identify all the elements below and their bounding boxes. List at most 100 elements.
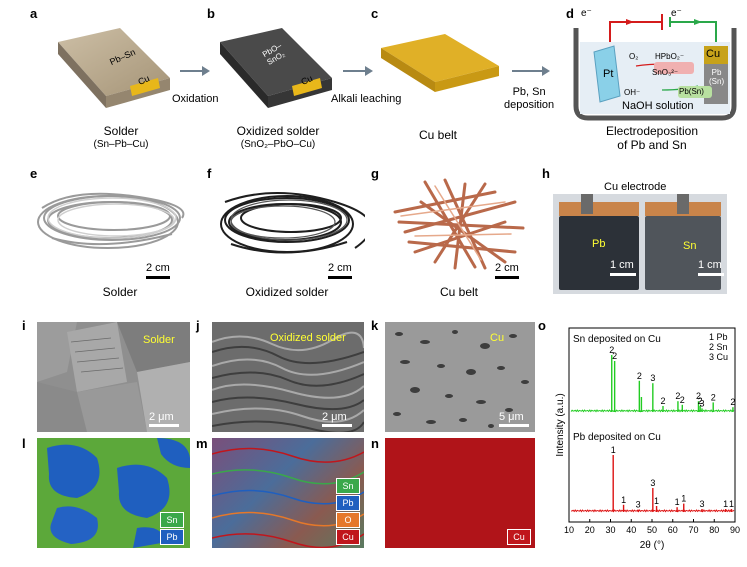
- xrd-peak-label: 3: [699, 398, 704, 408]
- o2-label: O₂: [629, 52, 639, 61]
- sem-j-tag: Oxidized solder: [270, 332, 346, 344]
- arrow-oxidation: [180, 66, 210, 76]
- legend-m-pb: Pb: [336, 495, 360, 511]
- xrd-series-name: Sn deposited on Cu: [573, 334, 661, 345]
- panel-label-g: g: [371, 166, 379, 181]
- xrd-series-name: Pb deposited on Cu: [573, 432, 661, 443]
- xrd-peak-label: 1: [621, 495, 626, 505]
- sem-cu-belt: [385, 322, 535, 432]
- scale-g-text: 2 cm: [495, 262, 519, 274]
- caption-f: Oxidized solder: [245, 285, 329, 299]
- caption-e: Solder: [102, 285, 138, 299]
- sem-i-tag: Solder: [143, 334, 175, 346]
- xrd-peak-label: 2: [637, 371, 642, 381]
- legend-l-pb: Pb: [160, 529, 184, 545]
- eds-map-oxidized-solder: Sn Pb O Cu: [212, 438, 364, 548]
- caption-c: Cu belt: [418, 128, 458, 142]
- scale-h-left-text: 1 cm: [610, 259, 634, 271]
- xrd-xtick-label: 40: [626, 525, 636, 535]
- xrd-peak-label: 2: [698, 396, 703, 406]
- xrd-peak-label: 3: [636, 500, 641, 510]
- scale-i-bar: [149, 424, 179, 427]
- arrow-leaching: [343, 66, 373, 76]
- cu-belt-illustration: [381, 34, 499, 92]
- electrodeposition-cell: [573, 14, 737, 121]
- electrode-photo: [553, 194, 727, 294]
- xrd-peak-label: 1: [681, 494, 686, 504]
- panel-label-d: d: [566, 6, 574, 21]
- scale-k-bar: [499, 424, 529, 427]
- scale-j-bar: [322, 424, 352, 427]
- oh-label: OH⁻: [624, 88, 641, 97]
- sn-electrode-label: Sn: [683, 240, 697, 252]
- caption-a: Solder(Sn–Pb–Cu): [93, 124, 149, 150]
- xrd-xlabel: 2θ (°): [640, 540, 665, 551]
- cu-electrode-label: Cu: [706, 48, 721, 60]
- xrd-peak-label: 1: [729, 499, 734, 509]
- xrd-xtick-label: 50: [647, 525, 657, 535]
- arrow-deposition: [512, 66, 550, 76]
- scale-e-bar: [146, 276, 170, 279]
- arrow-leaching-label: Alkali leaching: [331, 93, 402, 105]
- scale-h-left-bar: [610, 273, 636, 276]
- panel-label-i: i: [22, 318, 26, 333]
- sem-oxidized-solder: [212, 322, 364, 432]
- xrd-xtick-label: 80: [709, 525, 719, 535]
- pbsn-ion-label: Pb(Sn): [679, 87, 704, 96]
- pbsn-electrode-label: Pb(Sn): [709, 68, 725, 86]
- caption-g: Cu belt: [439, 285, 479, 299]
- xrd-peak-label: 2: [609, 345, 614, 355]
- xrd-peak-label: 1: [654, 496, 659, 506]
- naoh-solution-label: NaOH solution: [622, 100, 694, 112]
- xrd-xtick-label: 30: [605, 525, 615, 535]
- sem-solder: [37, 322, 190, 432]
- panel-label-k: k: [371, 318, 379, 333]
- panel-label-b: b: [207, 6, 215, 21]
- xrd-legend-line: 1 Pb: [709, 332, 728, 342]
- xrd-legend-line: 2 Sn: [709, 342, 728, 352]
- cu-belt-photo: [393, 178, 525, 270]
- scale-f-bar: [328, 276, 352, 279]
- electron-left: e⁻: [581, 8, 592, 19]
- xrd-peak-label: 2: [696, 391, 701, 401]
- xrd-peak-label: 3: [650, 478, 655, 488]
- scale-f-text: 2 cm: [328, 262, 352, 274]
- scale-g-bar: [495, 276, 519, 279]
- scale-h-right-bar: [698, 273, 724, 276]
- scale-e-text: 2 cm: [146, 262, 170, 274]
- scale-i-text: 2 μm: [149, 411, 174, 423]
- xrd-peak-label: 1: [675, 497, 680, 507]
- xrd-peak-label: 2: [612, 351, 617, 361]
- panel-label-l: l: [22, 436, 26, 451]
- panel-label-j: j: [196, 318, 200, 333]
- xrd-peak-label: 3: [650, 373, 655, 383]
- panel-label-o: o: [538, 318, 546, 333]
- xrd-peak-label: 2: [660, 396, 665, 406]
- sno3-label: SnO₃²⁻: [652, 68, 679, 77]
- solder-wire-photo: [37, 192, 185, 249]
- caption-b: Oxidized solder(SnO₂–PbO–Cu): [236, 124, 320, 150]
- panel-label-e: e: [30, 166, 38, 181]
- scale-k-text: 5 μm: [499, 411, 524, 423]
- legend-m-cu: Cu: [336, 529, 360, 545]
- xrd-xtick-label: 70: [688, 525, 698, 535]
- panel-label-a: a: [30, 6, 38, 21]
- oxidized-wire-photo: [220, 192, 365, 254]
- legend-m-sn: Sn: [336, 478, 360, 494]
- xrd-peak-label: 2: [680, 395, 685, 405]
- sem-k-tag: Cu: [490, 332, 505, 344]
- arrow-oxidation-label: Oxidation: [172, 93, 219, 105]
- legend-m-o: O: [336, 512, 360, 528]
- xrd-peak-label: 3: [699, 499, 704, 509]
- panel-label-n: n: [371, 436, 379, 451]
- legend-n-cu: Cu: [507, 529, 531, 545]
- panel-label-c: c: [371, 6, 379, 21]
- xrd-xtick-label: 20: [585, 525, 595, 535]
- xrd-peak-label: 1: [611, 445, 616, 455]
- scale-h-right-text: 1 cm: [698, 259, 722, 271]
- xrd-peak-label: 2: [675, 391, 680, 401]
